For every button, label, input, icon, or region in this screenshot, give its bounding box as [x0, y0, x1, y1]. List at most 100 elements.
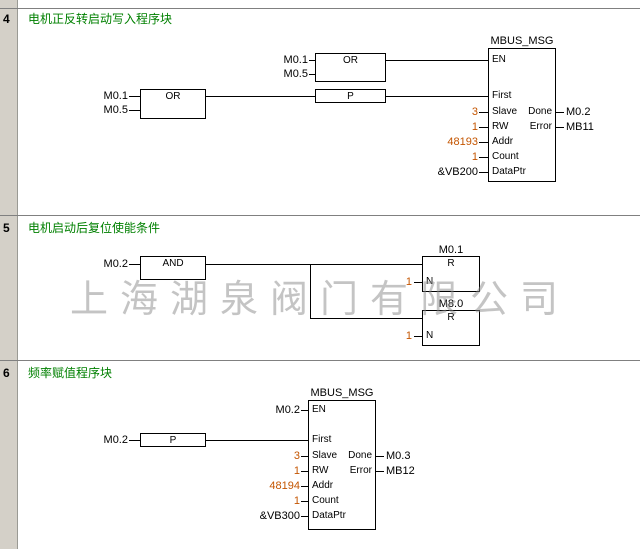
- operand-label[interactable]: M0.2: [566, 106, 591, 118]
- pin-dataptr: DataPtr: [492, 166, 526, 177]
- pin-slave: Slave: [492, 106, 518, 117]
- reset-block[interactable]: R N: [422, 310, 480, 346]
- wire-h: [129, 264, 140, 265]
- positive-edge-block[interactable]: P: [140, 433, 206, 447]
- wire-h: [386, 60, 488, 61]
- block-label: OR: [343, 55, 358, 66]
- param-value[interactable]: 3: [293, 450, 300, 462]
- wire-h: [479, 127, 488, 128]
- operand-label[interactable]: M0.1: [283, 54, 308, 66]
- block-label: R: [447, 258, 455, 269]
- watermark-text: 上海湖泉阀门有限公司: [69, 279, 570, 321]
- operand-label[interactable]: M0.1: [438, 244, 464, 256]
- wire-h: [129, 96, 140, 97]
- param-value[interactable]: &VB300: [259, 510, 300, 522]
- block-label: OR: [165, 91, 181, 102]
- param-value[interactable]: 48194: [269, 480, 300, 492]
- pin-first: First: [312, 434, 332, 445]
- wire-h: [301, 456, 308, 457]
- param-value[interactable]: &VB200: [437, 166, 478, 178]
- param-value[interactable]: 1: [405, 276, 412, 288]
- wire-h: [414, 336, 422, 337]
- wire-h: [301, 501, 308, 502]
- mbus-msg-block[interactable]: EN First Slave RW Addr Count DataPtr Don…: [488, 48, 556, 182]
- operand-label[interactable]: M0.1: [103, 90, 128, 102]
- pin-done: Done: [528, 106, 552, 117]
- param-value[interactable]: 1: [293, 495, 300, 507]
- pin-count: Count: [492, 151, 519, 162]
- operand-label[interactable]: M0.5: [283, 68, 308, 80]
- wire-h: [301, 410, 308, 411]
- wire-h: [376, 471, 384, 472]
- wire-h: [310, 318, 422, 319]
- wire-h: [301, 486, 308, 487]
- wire-h: [479, 157, 488, 158]
- or-block[interactable]: OR: [315, 53, 386, 82]
- block-title: MBUS_MSG: [490, 35, 554, 47]
- wire-h: [376, 456, 384, 457]
- pin-addr: Addr: [492, 136, 514, 147]
- param-value[interactable]: 1: [471, 121, 478, 133]
- mbus-msg-block[interactable]: EN First Slave RW Addr Count DataPtr Don…: [308, 400, 376, 530]
- wire-h: [479, 112, 488, 113]
- or-block[interactable]: OR: [140, 89, 206, 119]
- wire-h: [309, 60, 315, 61]
- operand-label[interactable]: M0.5: [103, 104, 128, 116]
- pin-addr: Addr: [312, 480, 334, 491]
- operand-label[interactable]: M0.2: [103, 434, 128, 446]
- network-separator: [0, 215, 640, 216]
- block-label: R: [447, 312, 455, 323]
- block-label: P: [169, 435, 177, 446]
- pin-en: EN: [312, 404, 326, 415]
- wire-h: [386, 96, 488, 97]
- left-gutter: [0, 0, 18, 549]
- wire-h: [479, 172, 488, 173]
- and-block[interactable]: AND: [140, 256, 206, 280]
- param-value[interactable]: 1: [471, 151, 478, 163]
- param-value[interactable]: 1: [293, 465, 300, 477]
- wire-h: [129, 440, 140, 441]
- pin-rw: RW: [492, 121, 509, 132]
- operand-label[interactable]: MB12: [386, 465, 415, 477]
- wire-h: [206, 96, 315, 97]
- wire-v: [310, 264, 311, 318]
- wire-h: [556, 127, 564, 128]
- operand-label[interactable]: MB11: [566, 121, 594, 133]
- pin-slave: Slave: [312, 450, 338, 461]
- block-title: MBUS_MSG: [310, 387, 374, 399]
- wire-h: [206, 440, 308, 441]
- network-title[interactable]: 频率赋值程序块: [28, 366, 113, 380]
- block-label: AND: [162, 258, 184, 269]
- wire-h: [301, 471, 308, 472]
- pin-rw: RW: [312, 465, 329, 476]
- wire-h: [301, 516, 308, 517]
- wire-h: [556, 112, 564, 113]
- param-value[interactable]: 3: [471, 106, 478, 118]
- pin-dataptr: DataPtr: [312, 510, 346, 521]
- network-number: 6: [3, 366, 10, 380]
- param-value[interactable]: 48193: [447, 136, 478, 148]
- pin-n: N: [426, 330, 434, 341]
- network-title[interactable]: 电机正反转启动写入程序块: [28, 12, 173, 26]
- wire-h: [414, 282, 422, 283]
- pin-en: EN: [492, 54, 506, 65]
- block-label: P: [347, 91, 354, 102]
- pin-n: N: [426, 276, 434, 287]
- operand-label[interactable]: M0.3: [386, 450, 411, 462]
- positive-edge-block[interactable]: P: [315, 89, 386, 103]
- wire-h: [479, 142, 488, 143]
- network-title[interactable]: 电机启动后复位使能条件: [28, 221, 161, 235]
- pin-error: Error: [349, 465, 372, 476]
- operand-label[interactable]: M0.2: [103, 258, 128, 270]
- pin-count: Count: [312, 495, 339, 506]
- network-separator: [0, 8, 640, 9]
- pin-first: First: [492, 90, 512, 101]
- operand-label[interactable]: M8.0: [438, 298, 464, 310]
- reset-block[interactable]: R N: [422, 256, 480, 292]
- operand-label[interactable]: M0.2: [275, 404, 300, 416]
- wire-h: [129, 110, 140, 111]
- network-separator: [0, 360, 640, 361]
- pin-done: Done: [348, 450, 372, 461]
- param-value[interactable]: 1: [405, 330, 412, 342]
